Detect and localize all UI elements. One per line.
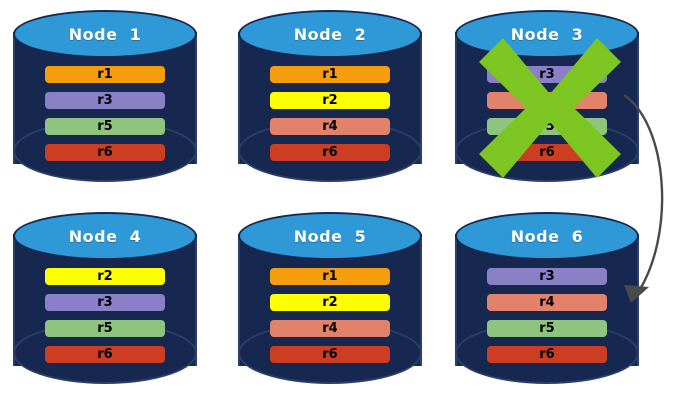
database-node-4[interactable]: r2 r3 r5 r6 Node 4 bbox=[13, 212, 197, 388]
record-label: r6 bbox=[539, 145, 555, 160]
record-bar[interactable]: r3 bbox=[45, 92, 165, 109]
record-label: r6 bbox=[97, 145, 113, 160]
record-bar[interactable]: r6 bbox=[487, 346, 607, 363]
record-bar[interactable]: r6 bbox=[45, 144, 165, 161]
cylinder-top-ellipse: Node 6 bbox=[455, 212, 639, 260]
node-title: Node 2 bbox=[293, 24, 367, 44]
record-label: r5 bbox=[97, 119, 113, 134]
record-bar[interactable]: r5 bbox=[45, 320, 165, 337]
record-label: r5 bbox=[97, 321, 113, 336]
record-label: r4 bbox=[322, 119, 338, 134]
record-bar[interactable]: r3 bbox=[487, 268, 607, 285]
record-label: r5 bbox=[539, 119, 555, 134]
record-list: r1 r3 r5 r6 bbox=[45, 66, 165, 161]
record-bar[interactable]: r1 bbox=[270, 66, 390, 83]
record-label: r2 bbox=[322, 295, 338, 310]
node-title: Node 3 bbox=[510, 24, 584, 44]
database-node-5[interactable]: r1 r2 r4 r6 Node 5 bbox=[238, 212, 422, 388]
database-node-2[interactable]: r1 r2 r4 r6 Node 2 bbox=[238, 10, 422, 186]
record-label: r1 bbox=[322, 67, 338, 82]
record-bar[interactable]: r4 bbox=[487, 294, 607, 311]
record-label: r3 bbox=[97, 93, 113, 108]
record-label: r4 bbox=[539, 93, 555, 108]
record-label: r1 bbox=[322, 269, 338, 284]
record-list: r2 r3 r5 r6 bbox=[45, 268, 165, 363]
node-title: Node 4 bbox=[68, 226, 142, 246]
record-list: r3 r4 r5 r6 bbox=[487, 66, 607, 161]
record-bar[interactable]: r1 bbox=[270, 268, 390, 285]
record-label: r6 bbox=[322, 145, 338, 160]
record-label: r1 bbox=[97, 67, 113, 82]
record-bar[interactable]: r4 bbox=[270, 118, 390, 135]
cylinder-top-ellipse: Node 3 bbox=[455, 10, 639, 58]
cylinder-top-ellipse: Node 1 bbox=[13, 10, 197, 58]
record-bar[interactable]: r6 bbox=[270, 346, 390, 363]
record-label: r6 bbox=[322, 347, 338, 362]
record-bar[interactable]: r3 bbox=[487, 66, 607, 83]
record-label: r4 bbox=[322, 321, 338, 336]
record-label: r5 bbox=[539, 321, 555, 336]
record-list: r1 r2 r4 r6 bbox=[270, 268, 390, 363]
database-node-3[interactable]: r3 r4 r5 r6 Node 3 bbox=[455, 10, 639, 186]
record-label: r2 bbox=[322, 93, 338, 108]
record-bar[interactable]: r6 bbox=[45, 346, 165, 363]
record-label: r6 bbox=[539, 347, 555, 362]
record-bar[interactable]: r5 bbox=[487, 118, 607, 135]
record-label: r3 bbox=[97, 295, 113, 310]
node-title: Node 6 bbox=[510, 226, 584, 246]
cylinder-top-ellipse: Node 2 bbox=[238, 10, 422, 58]
record-bar[interactable]: r5 bbox=[45, 118, 165, 135]
record-list: r1 r2 r4 r6 bbox=[270, 66, 390, 161]
cylinder-top-ellipse: Node 5 bbox=[238, 212, 422, 260]
record-bar[interactable]: r6 bbox=[487, 144, 607, 161]
node-title: Node 1 bbox=[68, 24, 142, 44]
record-list: r3 r4 r5 r6 bbox=[487, 268, 607, 363]
record-label: r3 bbox=[539, 67, 555, 82]
record-bar[interactable]: r2 bbox=[270, 92, 390, 109]
record-bar[interactable]: r1 bbox=[45, 66, 165, 83]
cylinder-top-ellipse: Node 4 bbox=[13, 212, 197, 260]
record-bar[interactable]: r6 bbox=[270, 144, 390, 161]
record-bar[interactable]: r2 bbox=[270, 294, 390, 311]
record-bar[interactable]: r2 bbox=[45, 268, 165, 285]
record-label: r3 bbox=[539, 269, 555, 284]
record-label: r2 bbox=[97, 269, 113, 284]
database-node-6[interactable]: r3 r4 r5 r6 Node 6 bbox=[455, 212, 639, 388]
database-node-1[interactable]: r1 r3 r5 r6 Node 1 bbox=[13, 10, 197, 186]
node-title: Node 5 bbox=[293, 226, 367, 246]
record-bar[interactable]: r3 bbox=[45, 294, 165, 311]
record-label: r6 bbox=[97, 347, 113, 362]
record-bar[interactable]: r5 bbox=[487, 320, 607, 337]
record-bar[interactable]: r4 bbox=[487, 92, 607, 109]
record-label: r4 bbox=[539, 295, 555, 310]
record-bar[interactable]: r4 bbox=[270, 320, 390, 337]
